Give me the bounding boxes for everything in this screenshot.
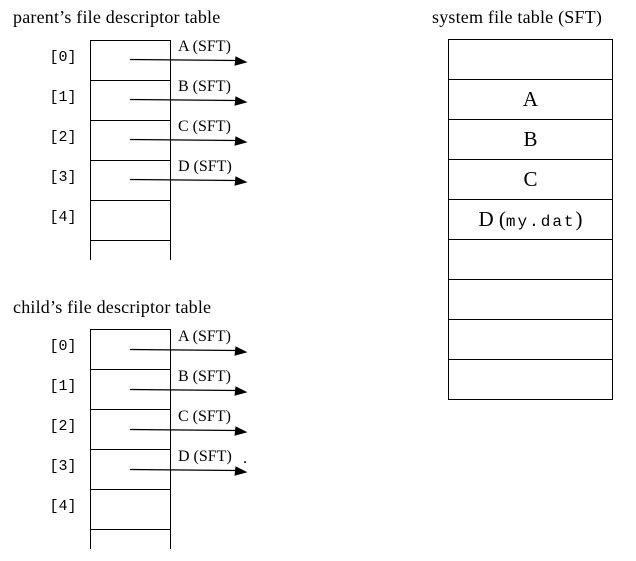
sft-entry-d-suffix: ) (575, 207, 583, 231)
sft-entry-d-filename: my.dat (505, 213, 576, 231)
pointer-arrow (129, 386, 248, 396)
sft-entry (449, 319, 612, 359)
fd-index-label: [3] (49, 458, 77, 475)
fd-index-label: [4] (49, 209, 77, 226)
pointer-label: D (SFT) (178, 158, 232, 175)
pointer-label: B (SFT) (178, 368, 231, 385)
parent-table-grid (90, 40, 171, 260)
fd-index-label: [3] (49, 169, 77, 186)
pointer-label: A (SFT) (178, 38, 231, 55)
pointer-arrow (129, 56, 248, 66)
sft-entry: B (523, 127, 538, 151)
sft-entry (449, 279, 612, 319)
pointer-label: A (SFT) (178, 328, 231, 345)
sft-title: system file table (SFT) (432, 7, 603, 27)
pointer-label: C (SFT) (178, 118, 231, 135)
pointer-label: D (SFT) (178, 448, 232, 465)
fd-index-label: [4] (49, 498, 77, 515)
fd-index-label: [0] (49, 49, 77, 66)
sft-grid (448, 39, 613, 400)
pointer-arrow (129, 176, 248, 186)
sft-entry: A (522, 87, 539, 111)
parent-table-title: parent’s file descriptor table (13, 7, 221, 27)
pointer-arrow (129, 426, 248, 436)
child-table-title: child’s file descriptor table (13, 297, 212, 317)
pointer-arrow (129, 136, 248, 146)
pointer-arrow (129, 346, 248, 356)
pointer-arrow (129, 96, 248, 106)
sft-entry-d-prefix: D ( (478, 207, 506, 231)
pointer-label: C (SFT) (178, 408, 231, 425)
sft-entry-d: D (my.dat) (449, 199, 612, 239)
sft-entry (449, 239, 612, 279)
sft-entry (449, 359, 612, 399)
fd-index-label: [0] (49, 338, 77, 355)
pointer-arrow (129, 466, 248, 476)
fd-index-label: [2] (49, 129, 77, 146)
fd-index-label: [2] (49, 418, 77, 435)
sft-entry: C (523, 167, 538, 191)
pointer-label: B (SFT) (178, 78, 231, 95)
stray-dot: . (243, 450, 247, 467)
fd-index-label: [1] (49, 89, 77, 106)
child-table-grid (90, 329, 171, 549)
fd-index-label: [1] (49, 378, 77, 395)
sft-entry (449, 39, 612, 79)
